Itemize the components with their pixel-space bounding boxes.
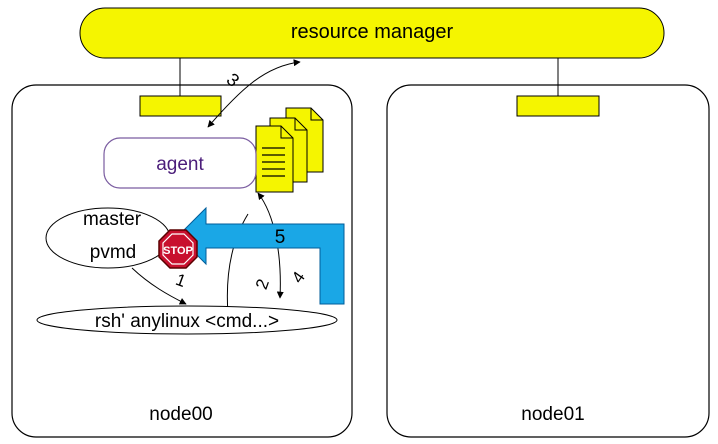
agent-label: agent <box>156 154 204 175</box>
pvmd-label: pvmd <box>90 242 136 263</box>
arrow-3 <box>207 59 301 128</box>
node01-label: node01 <box>521 404 584 425</box>
step-5-label: 5 <box>275 227 286 248</box>
resource-manager-bar <box>79 7 665 59</box>
stop-sign-icon: STOP <box>158 229 198 269</box>
arrow-1 <box>131 267 187 305</box>
agent-box <box>103 137 257 189</box>
node01-slot <box>516 95 600 117</box>
resource-manager-label: resource manager <box>291 21 454 43</box>
master-label: master <box>83 209 142 230</box>
node00-label: node00 <box>149 404 212 425</box>
node00-slot <box>139 95 222 117</box>
arrow-4 <box>226 213 249 315</box>
stop-sign-label: STOP <box>163 245 193 257</box>
rsh-process-ellipse <box>36 305 338 335</box>
node01-box <box>386 84 710 438</box>
rsh-process-label: rsh' anylinux <cmd...> <box>95 311 279 332</box>
